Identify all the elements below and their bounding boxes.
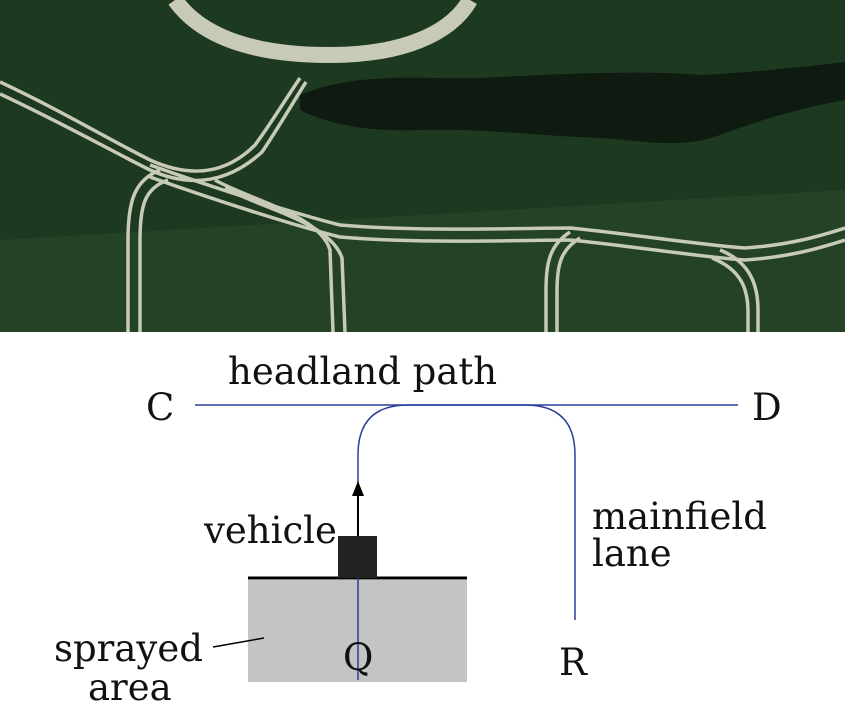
label-point-d: D (752, 386, 782, 429)
label-point-q: Q (343, 636, 373, 679)
label-point-r: R (559, 641, 588, 684)
schematic: headland path C D vehicle mainfield lane… (54, 350, 782, 708)
sprayed-area-leader (212, 637, 265, 648)
aerial-photo (0, 0, 845, 333)
label-area: area (88, 666, 172, 708)
field-lighter-area (0, 190, 845, 332)
label-mainfield: mainfield (592, 495, 767, 538)
vehicle-body (338, 536, 377, 578)
turning-path (357, 404, 576, 680)
tractor-tracks (0, 77, 845, 333)
label-sprayed: sprayed (54, 627, 203, 670)
paved-road (168, 0, 477, 64)
label-vehicle: vehicle (203, 509, 337, 552)
label-lane: lane (592, 532, 672, 575)
label-point-c: C (146, 386, 174, 429)
hedge-row (300, 62, 845, 144)
heading-arrowhead (352, 481, 364, 496)
label-headland-path: headland path (228, 350, 497, 393)
